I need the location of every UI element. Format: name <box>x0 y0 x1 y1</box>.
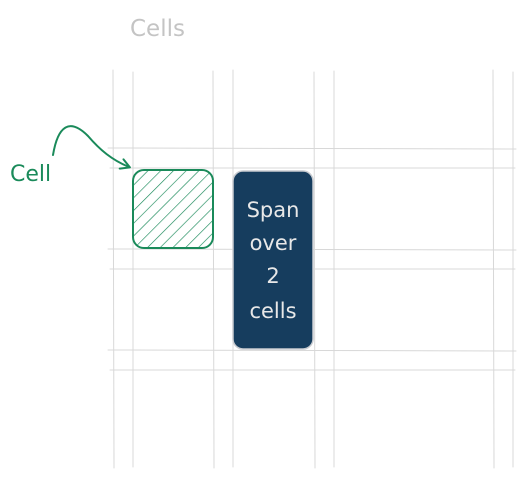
grid-lines <box>107 69 517 469</box>
single-cell <box>132 169 214 249</box>
span-cell: Span over 2 cells <box>232 170 314 350</box>
cell-label: Cell <box>10 162 51 187</box>
span-label-line-4: cells <box>249 299 296 323</box>
span-label-line-1: Span <box>247 198 300 222</box>
span-label-line-3: 2 <box>266 264 279 288</box>
diagram-title: Cells <box>130 16 185 42</box>
arrow-icon <box>52 125 131 170</box>
span-label-line-2: over <box>250 231 297 255</box>
